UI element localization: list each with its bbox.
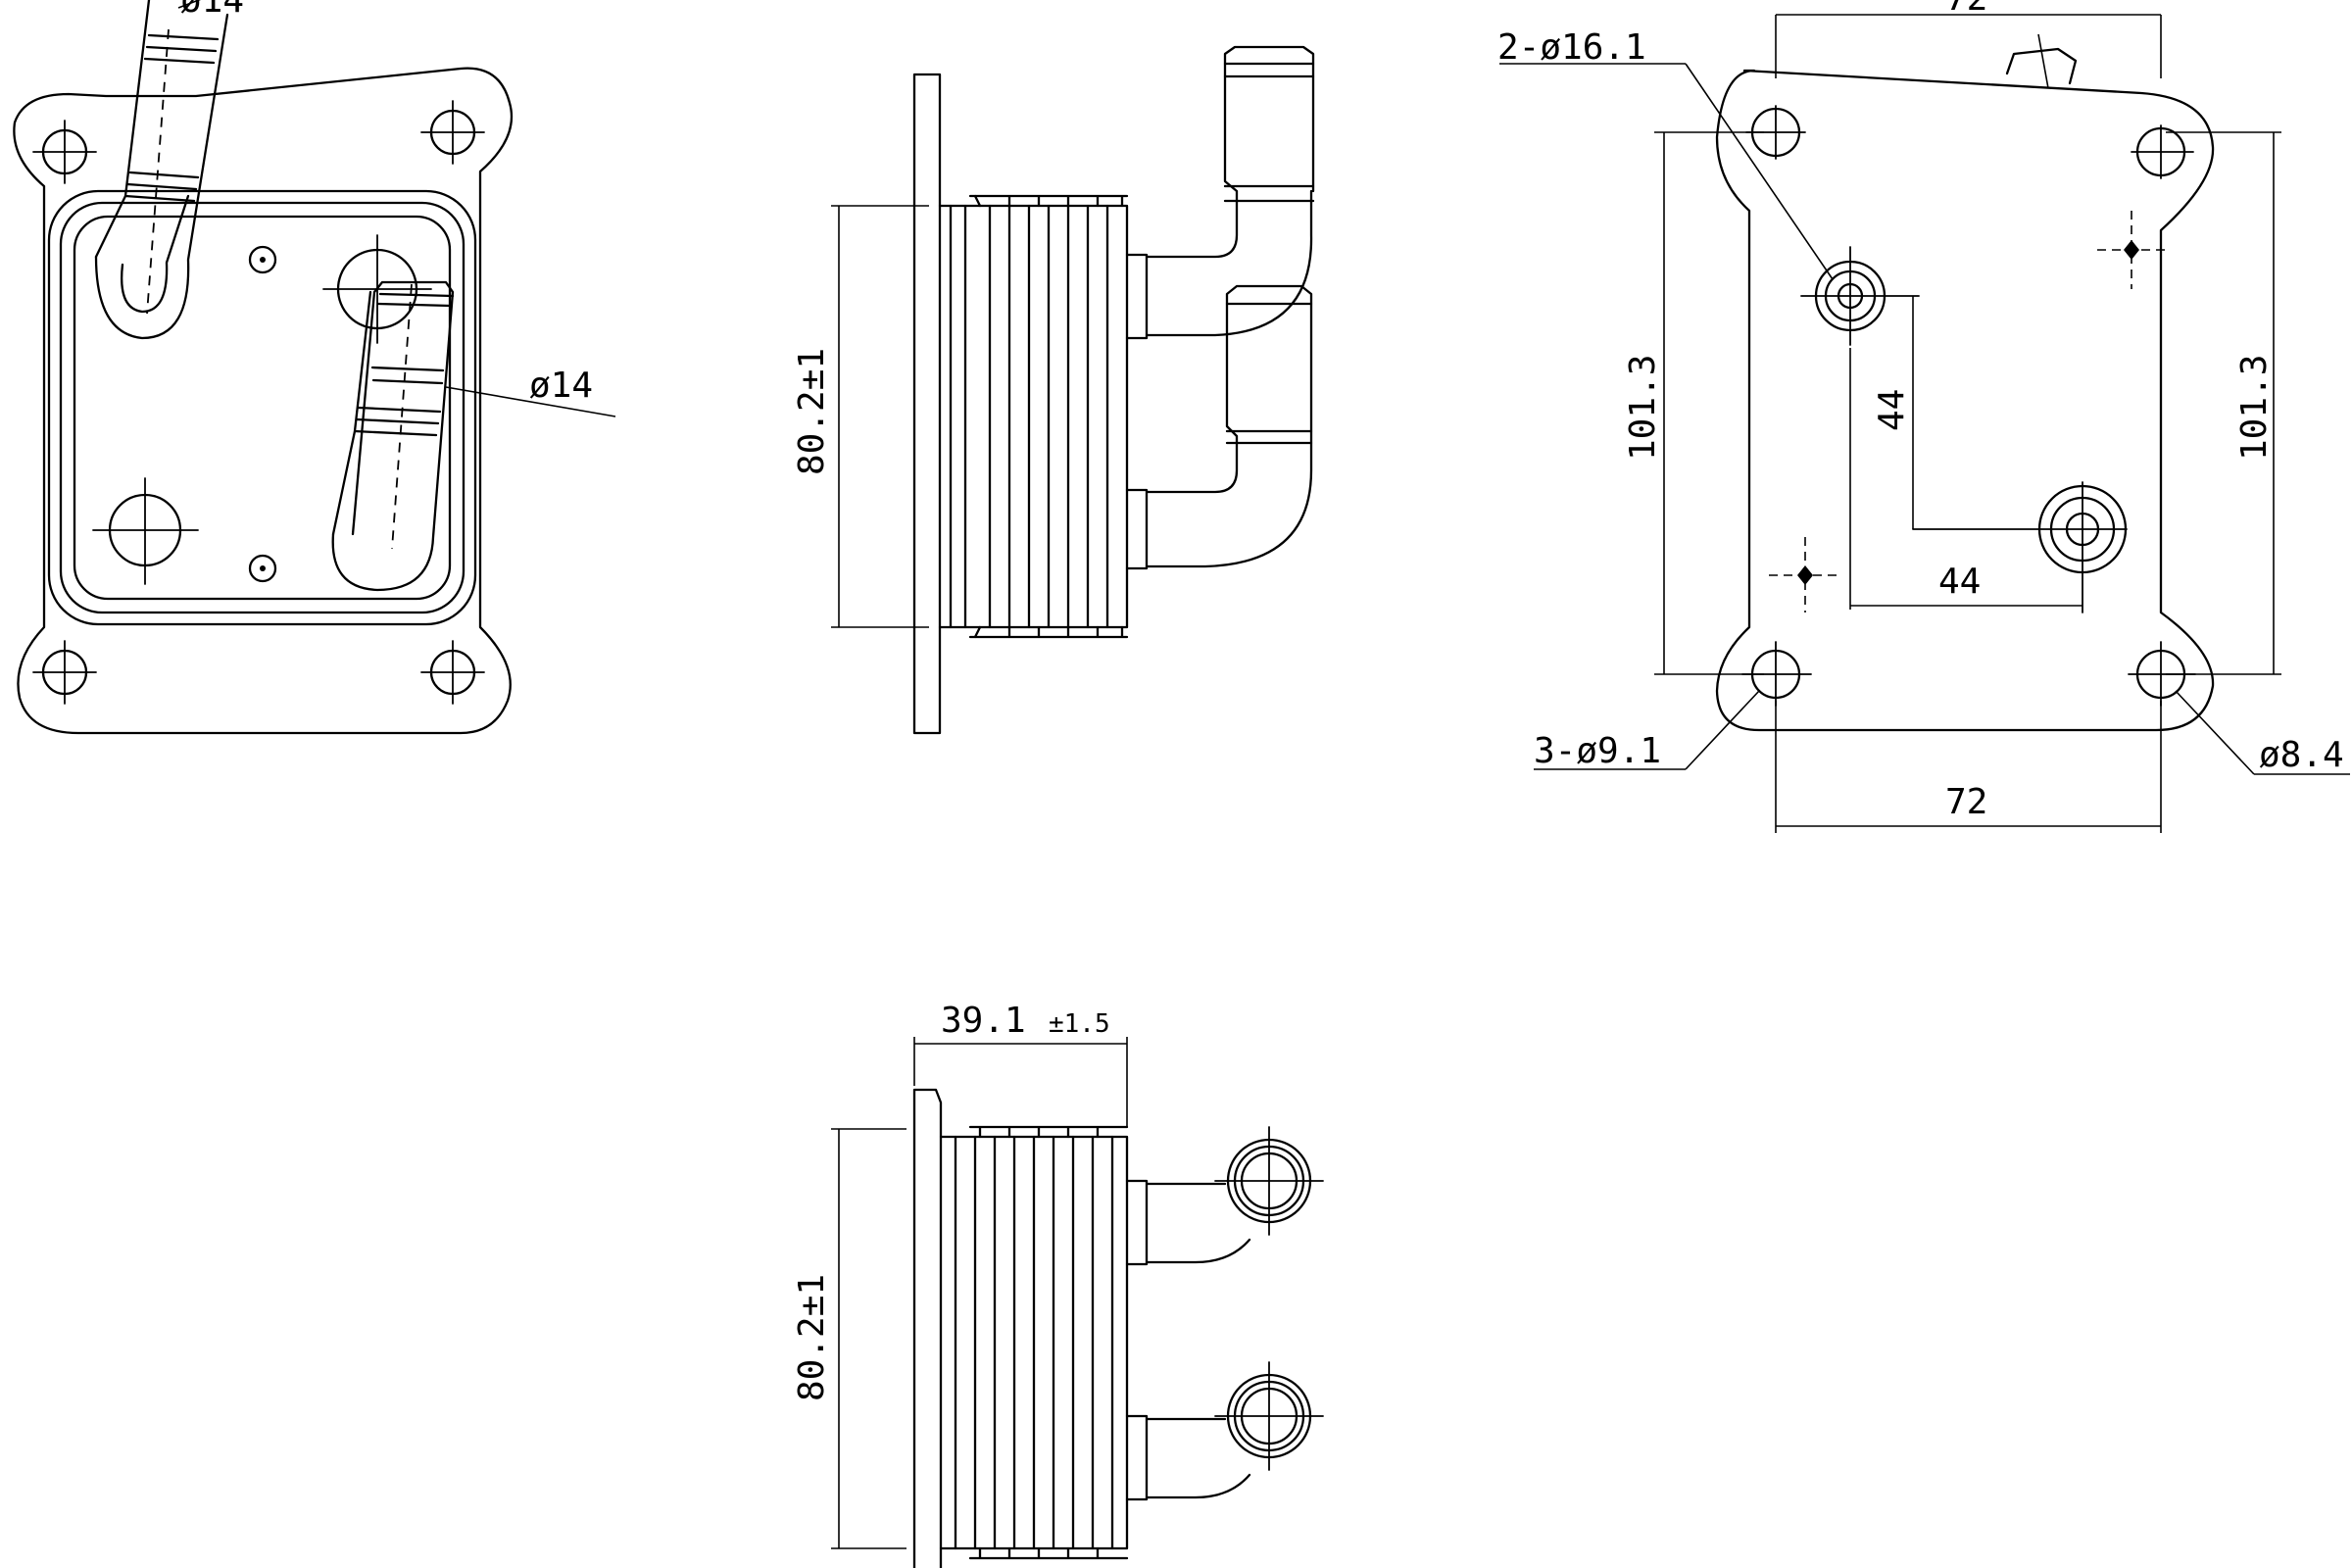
depth-tol-label: ±1.5 xyxy=(1049,1009,1110,1039)
left-height-label: 101.3 xyxy=(1623,355,1663,461)
side-pipe-upper xyxy=(1125,45,1315,340)
single-hole-label: ø8.4 xyxy=(2259,735,2344,775)
mount-hole-top-left xyxy=(32,120,97,184)
top-spacing-label: 72 xyxy=(1945,0,1987,19)
top-hole-top-right xyxy=(2131,124,2194,179)
hose-dia-label-side: ø14 xyxy=(529,366,593,406)
bottom-view: 39.1 ±1.5 80.2±1 xyxy=(792,1001,1324,1568)
pin-hole-top xyxy=(248,245,277,274)
mount-hole-bottom-right xyxy=(420,640,485,705)
side-body xyxy=(938,204,1129,629)
depth-label: 39.1 xyxy=(941,1001,1026,1041)
mount-hole-top-right xyxy=(420,100,485,165)
side-flange xyxy=(912,73,942,735)
side-height-label: 80.2±1 xyxy=(792,348,832,475)
bottom-spacing-label: 72 xyxy=(1945,782,1987,822)
port-dy-label: 44 xyxy=(1872,389,1912,431)
side-view: 80.2±1 xyxy=(792,45,1315,735)
top-outline xyxy=(1715,69,2215,732)
port-big-upper xyxy=(1800,246,1920,346)
center-hole-left xyxy=(92,477,199,585)
flange-outline xyxy=(13,67,514,735)
front-view: ø14 ø14 xyxy=(13,0,616,735)
body-inner xyxy=(73,215,452,601)
bottom-fitting-upper xyxy=(1125,1126,1324,1266)
top-view: 72 xyxy=(1497,0,2350,833)
hose-dia-label-top: ø14 xyxy=(180,0,244,21)
bottom-fitting-lower xyxy=(1125,1361,1324,1501)
hose-right xyxy=(331,280,455,592)
side-pipe-lower xyxy=(1125,284,1313,570)
pin-marker-left xyxy=(1769,537,1842,612)
right-height-label: 101.3 xyxy=(2234,355,2275,461)
hose-left xyxy=(94,0,229,340)
pin-hole-bottom xyxy=(248,554,277,583)
bottom-flange xyxy=(912,1088,943,1568)
small-holes-label: 3-ø9.1 xyxy=(1534,731,1661,771)
body-mid xyxy=(59,201,466,614)
body-outer xyxy=(47,189,477,626)
port-dx-label: 44 xyxy=(1938,562,1981,602)
pin-marker-right xyxy=(2097,211,2171,289)
port-big-lower xyxy=(1912,481,2128,613)
bottom-height-label: 80.2±1 xyxy=(792,1274,832,1401)
mount-hole-bottom-left xyxy=(32,640,97,705)
big-ports-label: 2-ø16.1 xyxy=(1497,27,1646,68)
